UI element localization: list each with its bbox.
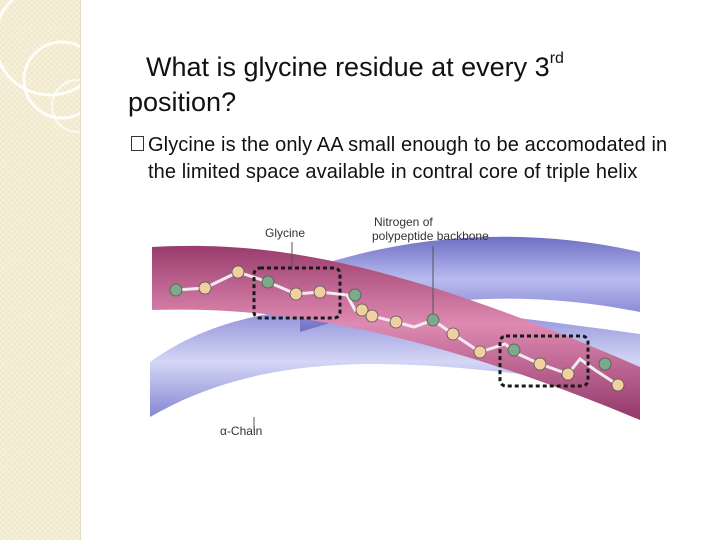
glycine-highlight-box-1 bbox=[252, 266, 342, 320]
decorative-circles bbox=[0, 0, 80, 133]
label-alpha-chain: α-Chain bbox=[220, 424, 262, 438]
decorative-side-band bbox=[0, 0, 81, 540]
title-superscript: rd bbox=[549, 50, 564, 67]
backbone-atoms bbox=[169, 265, 625, 392]
label-nitrogen-2: polypeptide backbone bbox=[372, 229, 489, 243]
checkbox-square-icon bbox=[131, 136, 144, 151]
glycine-highlight-box-2 bbox=[498, 334, 590, 388]
label-glycine: Glycine bbox=[265, 226, 305, 240]
label-nitrogen-1: Nitrogen of bbox=[374, 215, 433, 229]
slide-title: What is glycine residue at every 3rd pos… bbox=[128, 50, 688, 120]
triple-helix-illustration: Glycine Nitrogen of polypeptide backbone… bbox=[150, 215, 640, 438]
triple-helix-figure: Glycine Nitrogen of polypeptide backbone… bbox=[150, 212, 640, 447]
title-line-1: What is glycine residue at every 3 bbox=[146, 52, 550, 82]
bullet-text: Glycine is the only AA small enough to b… bbox=[148, 134, 668, 183]
title-line-2: position? bbox=[128, 87, 237, 117]
backbone-chain bbox=[175, 270, 619, 387]
helix-strand-purple bbox=[152, 245, 640, 420]
